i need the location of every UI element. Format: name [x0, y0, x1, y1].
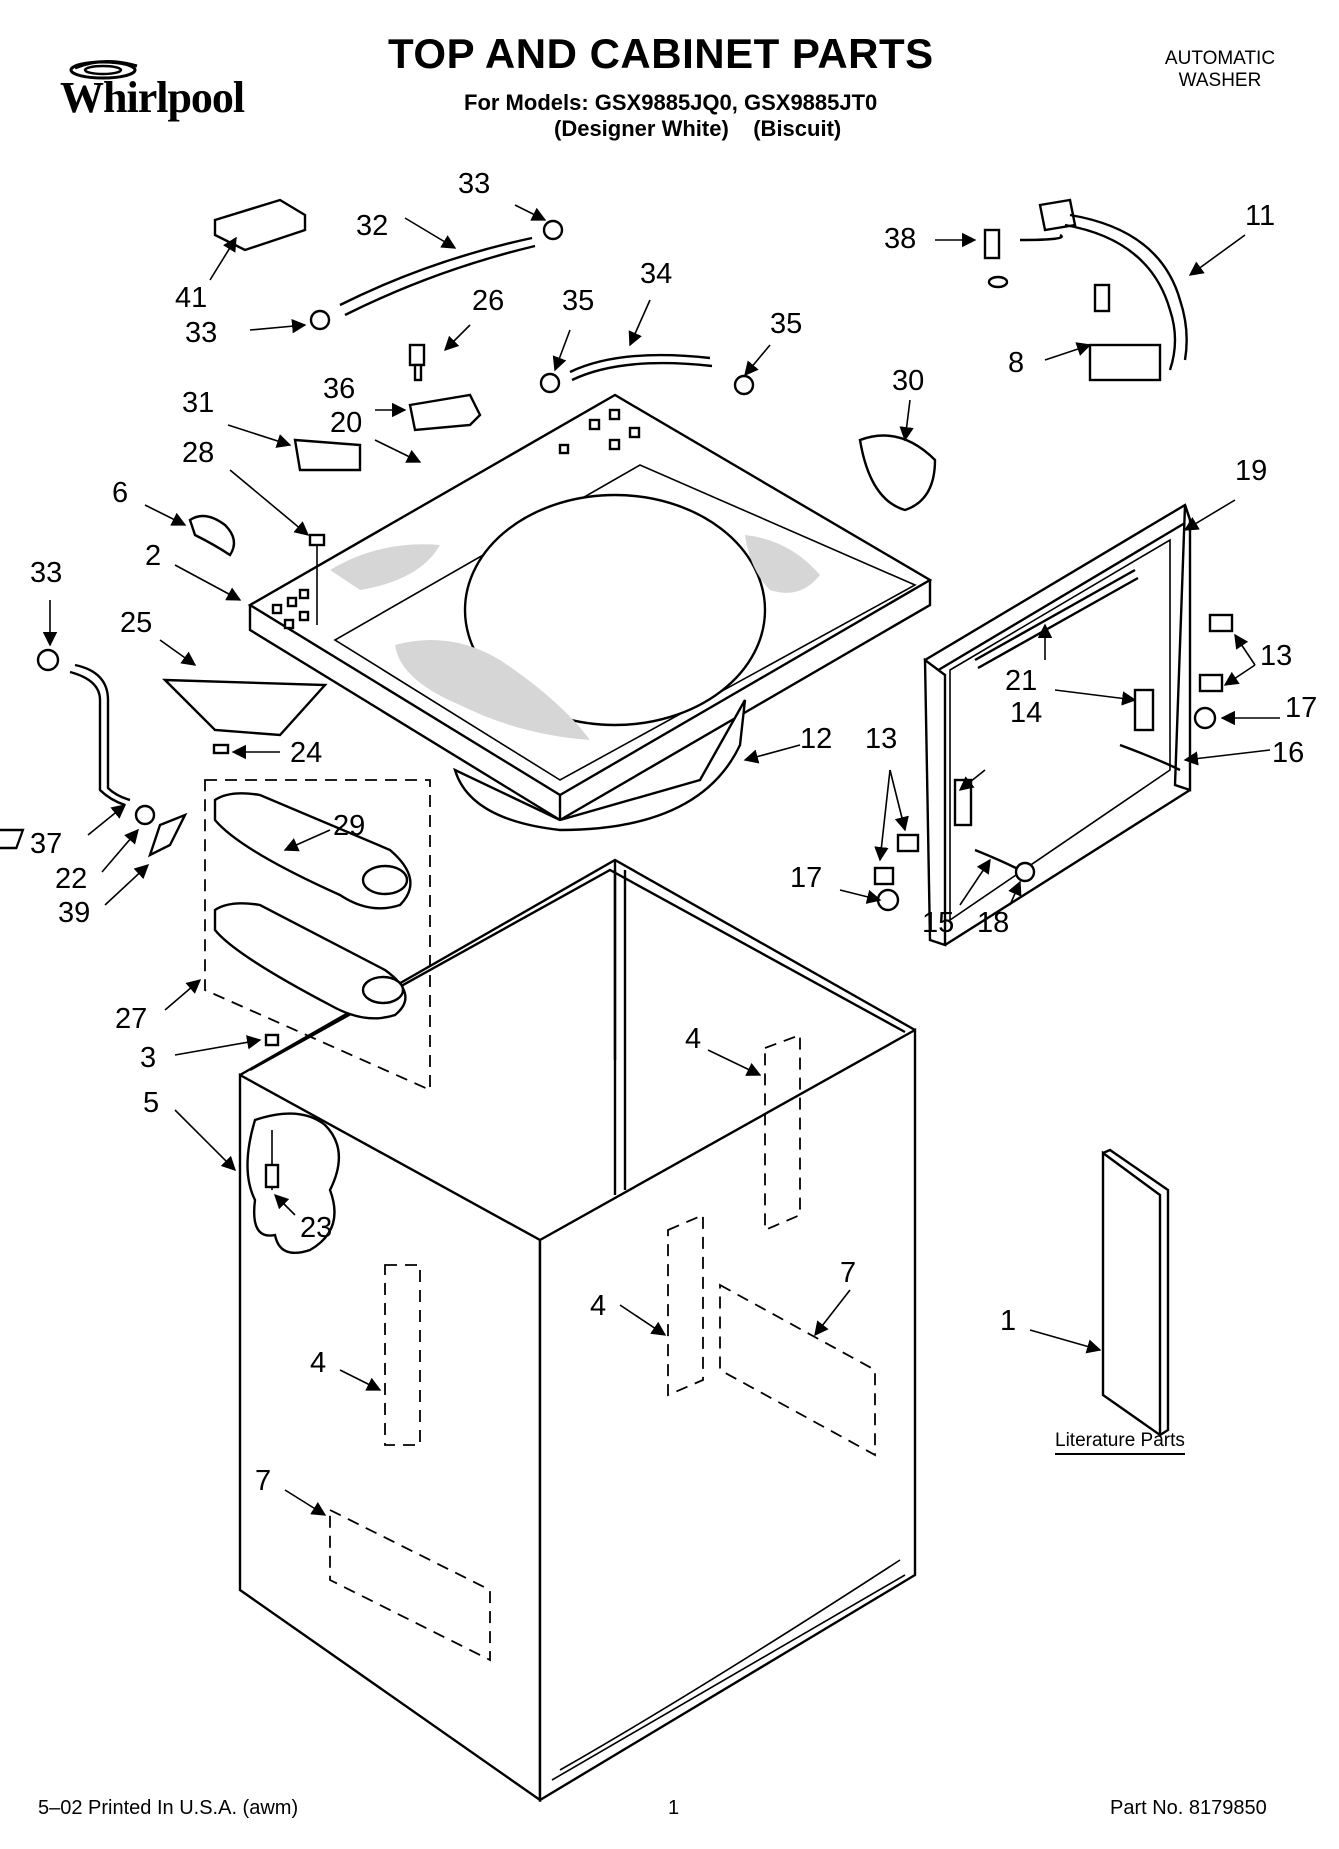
callout-4-left: 4 [310, 1347, 326, 1379]
callout-24: 24 [290, 737, 322, 769]
page-number: 1 [668, 1797, 680, 1819]
callout-7-right: 7 [840, 1257, 856, 1289]
callout-41: 41 [175, 282, 207, 314]
part-number: Part No. 8179850 [1110, 1797, 1267, 1819]
callout-33-left: 33 [185, 317, 217, 349]
callout-4-top: 4 [685, 1023, 701, 1055]
brand-wordmark: Whirlpool [60, 73, 245, 122]
callout-39: 39 [58, 897, 90, 929]
product-type: AUTOMATIC WASHER [1160, 48, 1280, 92]
lid-and-wiring [873, 198, 1234, 947]
dispenser-assembly [0, 779, 431, 1092]
callout-21: 21 [1005, 665, 1037, 697]
callout-18: 18 [977, 907, 1009, 939]
model-numbers: For Models: GSX9885JQ0, GSX9885JT0 [464, 90, 878, 115]
callout-27: 27 [115, 1003, 147, 1035]
top-panel-part [247, 393, 933, 832]
callout-29: 29 [333, 810, 365, 842]
callout-17-right: 17 [1285, 692, 1317, 724]
callout-1: 1 [1000, 1305, 1016, 1337]
callout-25: 25 [120, 607, 152, 639]
callout-33-top: 33 [458, 168, 490, 200]
callout-8: 8 [1008, 347, 1024, 379]
literature-parts-label: Literature Parts [1055, 1430, 1185, 1455]
top-panel-holes [271, 408, 641, 630]
callout-19: 19 [1235, 455, 1267, 487]
callout-37: 37 [30, 828, 62, 860]
callout-arrows [42, 204, 1280, 1516]
callout-7-left: 7 [255, 1465, 271, 1497]
product-line-2: WASHER [1178, 70, 1262, 91]
callout-14: 14 [1010, 697, 1042, 729]
product-line-1: AUTOMATIC [1164, 48, 1276, 69]
callout-20: 20 [330, 407, 362, 439]
callout-30: 30 [892, 365, 924, 397]
literature-booklet [1101, 1148, 1170, 1438]
print-info: 5–02 Printed In U.S.A. (awm) [38, 1797, 299, 1819]
callout-35-right: 35 [770, 308, 802, 340]
callout-11: 11 [1245, 200, 1275, 232]
callout-2: 2 [145, 540, 161, 572]
callout-36: 36 [323, 373, 355, 405]
callout-35-left: 35 [562, 285, 594, 317]
callout-31: 31 [182, 387, 214, 419]
callout-3: 3 [140, 1042, 156, 1074]
callout-13-lower: 13 [865, 723, 897, 755]
callout-22: 22 [55, 863, 87, 895]
callout-6: 6 [112, 477, 128, 509]
callout-12: 12 [800, 723, 832, 755]
whirlpool-logo [69, 59, 138, 80]
callout-34: 34 [640, 258, 672, 290]
callout-32: 32 [356, 210, 388, 242]
callout-13-upper: 13 [1260, 640, 1292, 672]
page-title: TOP AND CABINET PARTS [388, 30, 934, 77]
small-parts-left [36, 198, 937, 858]
callout-26: 26 [472, 285, 504, 317]
callout-5: 5 [143, 1087, 159, 1119]
callout-4-middle: 4 [590, 1290, 606, 1322]
model-variants: (Designer White) (Biscuit) [554, 116, 842, 141]
callout-17-left: 17 [790, 862, 822, 894]
callout-15: 15 [922, 907, 954, 939]
callout-28: 28 [182, 437, 214, 469]
cabinet-part [238, 858, 917, 1803]
callout-16: 16 [1272, 737, 1304, 769]
callout-23: 23 [300, 1212, 332, 1244]
callout-33-far-left: 33 [30, 557, 62, 589]
callout-labels: 33 32 41 33 26 35 34 35 30 38 11 8 36 20… [30, 168, 1317, 1497]
callout-38: 38 [884, 223, 916, 255]
